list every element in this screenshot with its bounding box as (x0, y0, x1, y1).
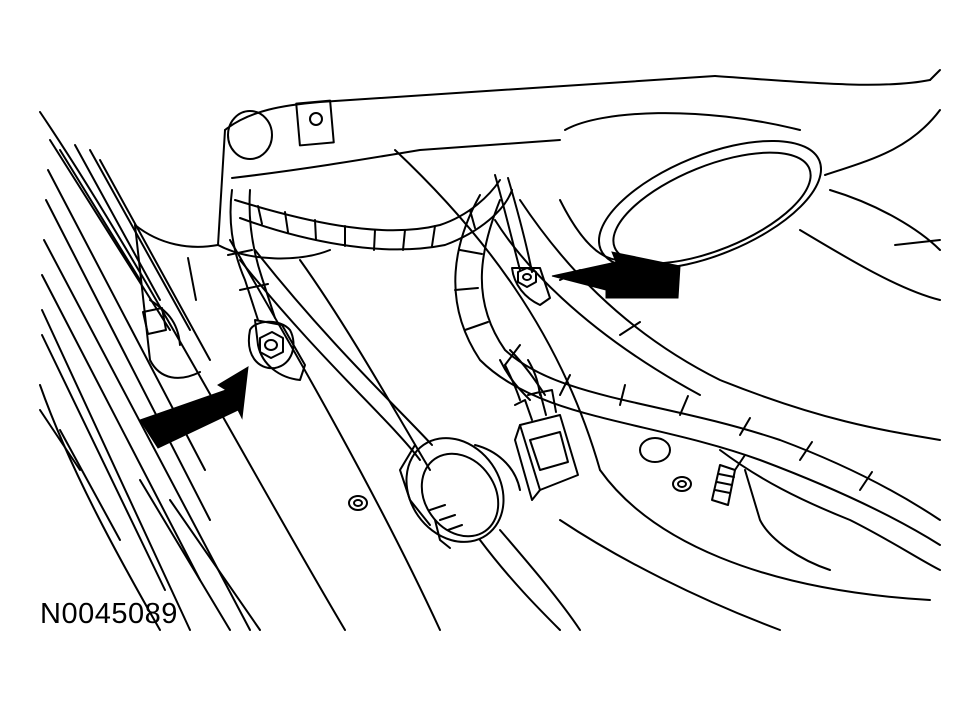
harness-clip (711, 454, 746, 506)
left-ground-terminal (247, 319, 306, 381)
left-ground-arrow (139, 366, 249, 449)
electrical-connector (504, 359, 579, 501)
right-ground-terminal (511, 267, 551, 306)
exhaust-pipe (559, 69, 941, 301)
floor-pan (229, 149, 931, 631)
left-ground-wire (227, 189, 276, 321)
cross-member-bracket (134, 75, 716, 379)
cable-connector (239, 249, 581, 631)
right-ground-wire (494, 174, 533, 273)
side-panel (39, 111, 346, 631)
right-ground-arrow (551, 251, 681, 299)
figure-id-label: N0045089 (40, 598, 178, 630)
wiring-harness (234, 179, 941, 571)
